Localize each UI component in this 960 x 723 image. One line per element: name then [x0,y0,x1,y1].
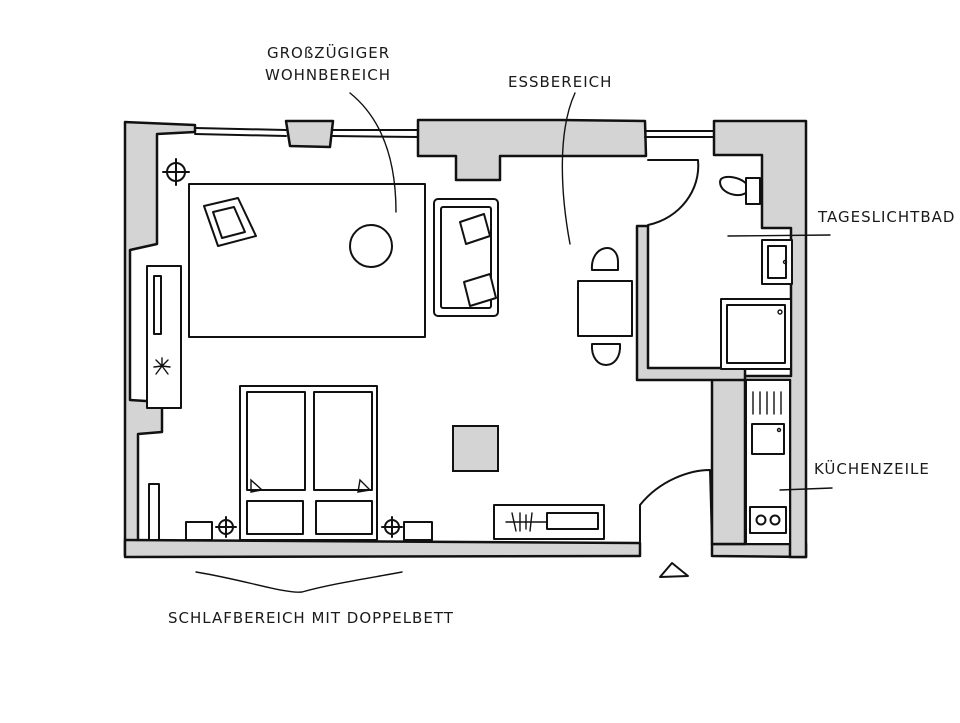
label-living-line1: GROßZÜGIGER [267,43,390,62]
toilet-icon [719,175,761,205]
living-area [146,158,499,409]
dining-chair-top [590,247,619,271]
sofa [433,198,499,317]
round-table [349,224,393,268]
wall-top-middle [416,118,648,182]
dining-chair-bottom [590,343,622,366]
leader-lines [195,92,833,593]
column [452,425,499,472]
plant-icon [153,357,171,375]
label-kitchen: KÜCHENZEILE [814,459,930,478]
pillow-right [315,500,373,535]
drainboard-icon [752,391,782,415]
corner-lamp-icon [162,158,190,186]
dining-table [577,280,633,337]
nightstand-right [403,521,433,541]
label-dining: ESSBEREICH [508,73,612,91]
bed-lamp-left-icon [215,516,237,538]
bathroom [719,175,793,370]
shower-icon [720,298,792,370]
bath-door [647,159,700,226]
sleeping-area [148,385,605,541]
dining-area [577,247,633,366]
doors [639,159,713,578]
sideboard [146,265,182,409]
tv-desk [493,504,605,540]
kitchen-sink-icon [751,423,785,455]
kitchenette [745,379,791,545]
wall-bottom-left [123,538,642,559]
label-bath: TAGESLICHTBAD [817,208,955,226]
wall-pillar-1 [284,119,335,149]
entrance-door [639,469,713,546]
label-living-line2: WOHNBEREICH [265,66,391,84]
pillow-left [246,500,304,535]
small-shelf [148,483,160,541]
nightstand-left [185,521,213,541]
sink-icon [761,239,793,285]
stove-icon [749,506,787,534]
windows [194,127,715,138]
entrance-arrow [659,562,689,578]
bed-lamp-right-icon [381,516,403,538]
label-sleeping: SCHLAFBEREICH MIT DOPPELBETT [168,609,454,627]
armchair [203,197,257,247]
